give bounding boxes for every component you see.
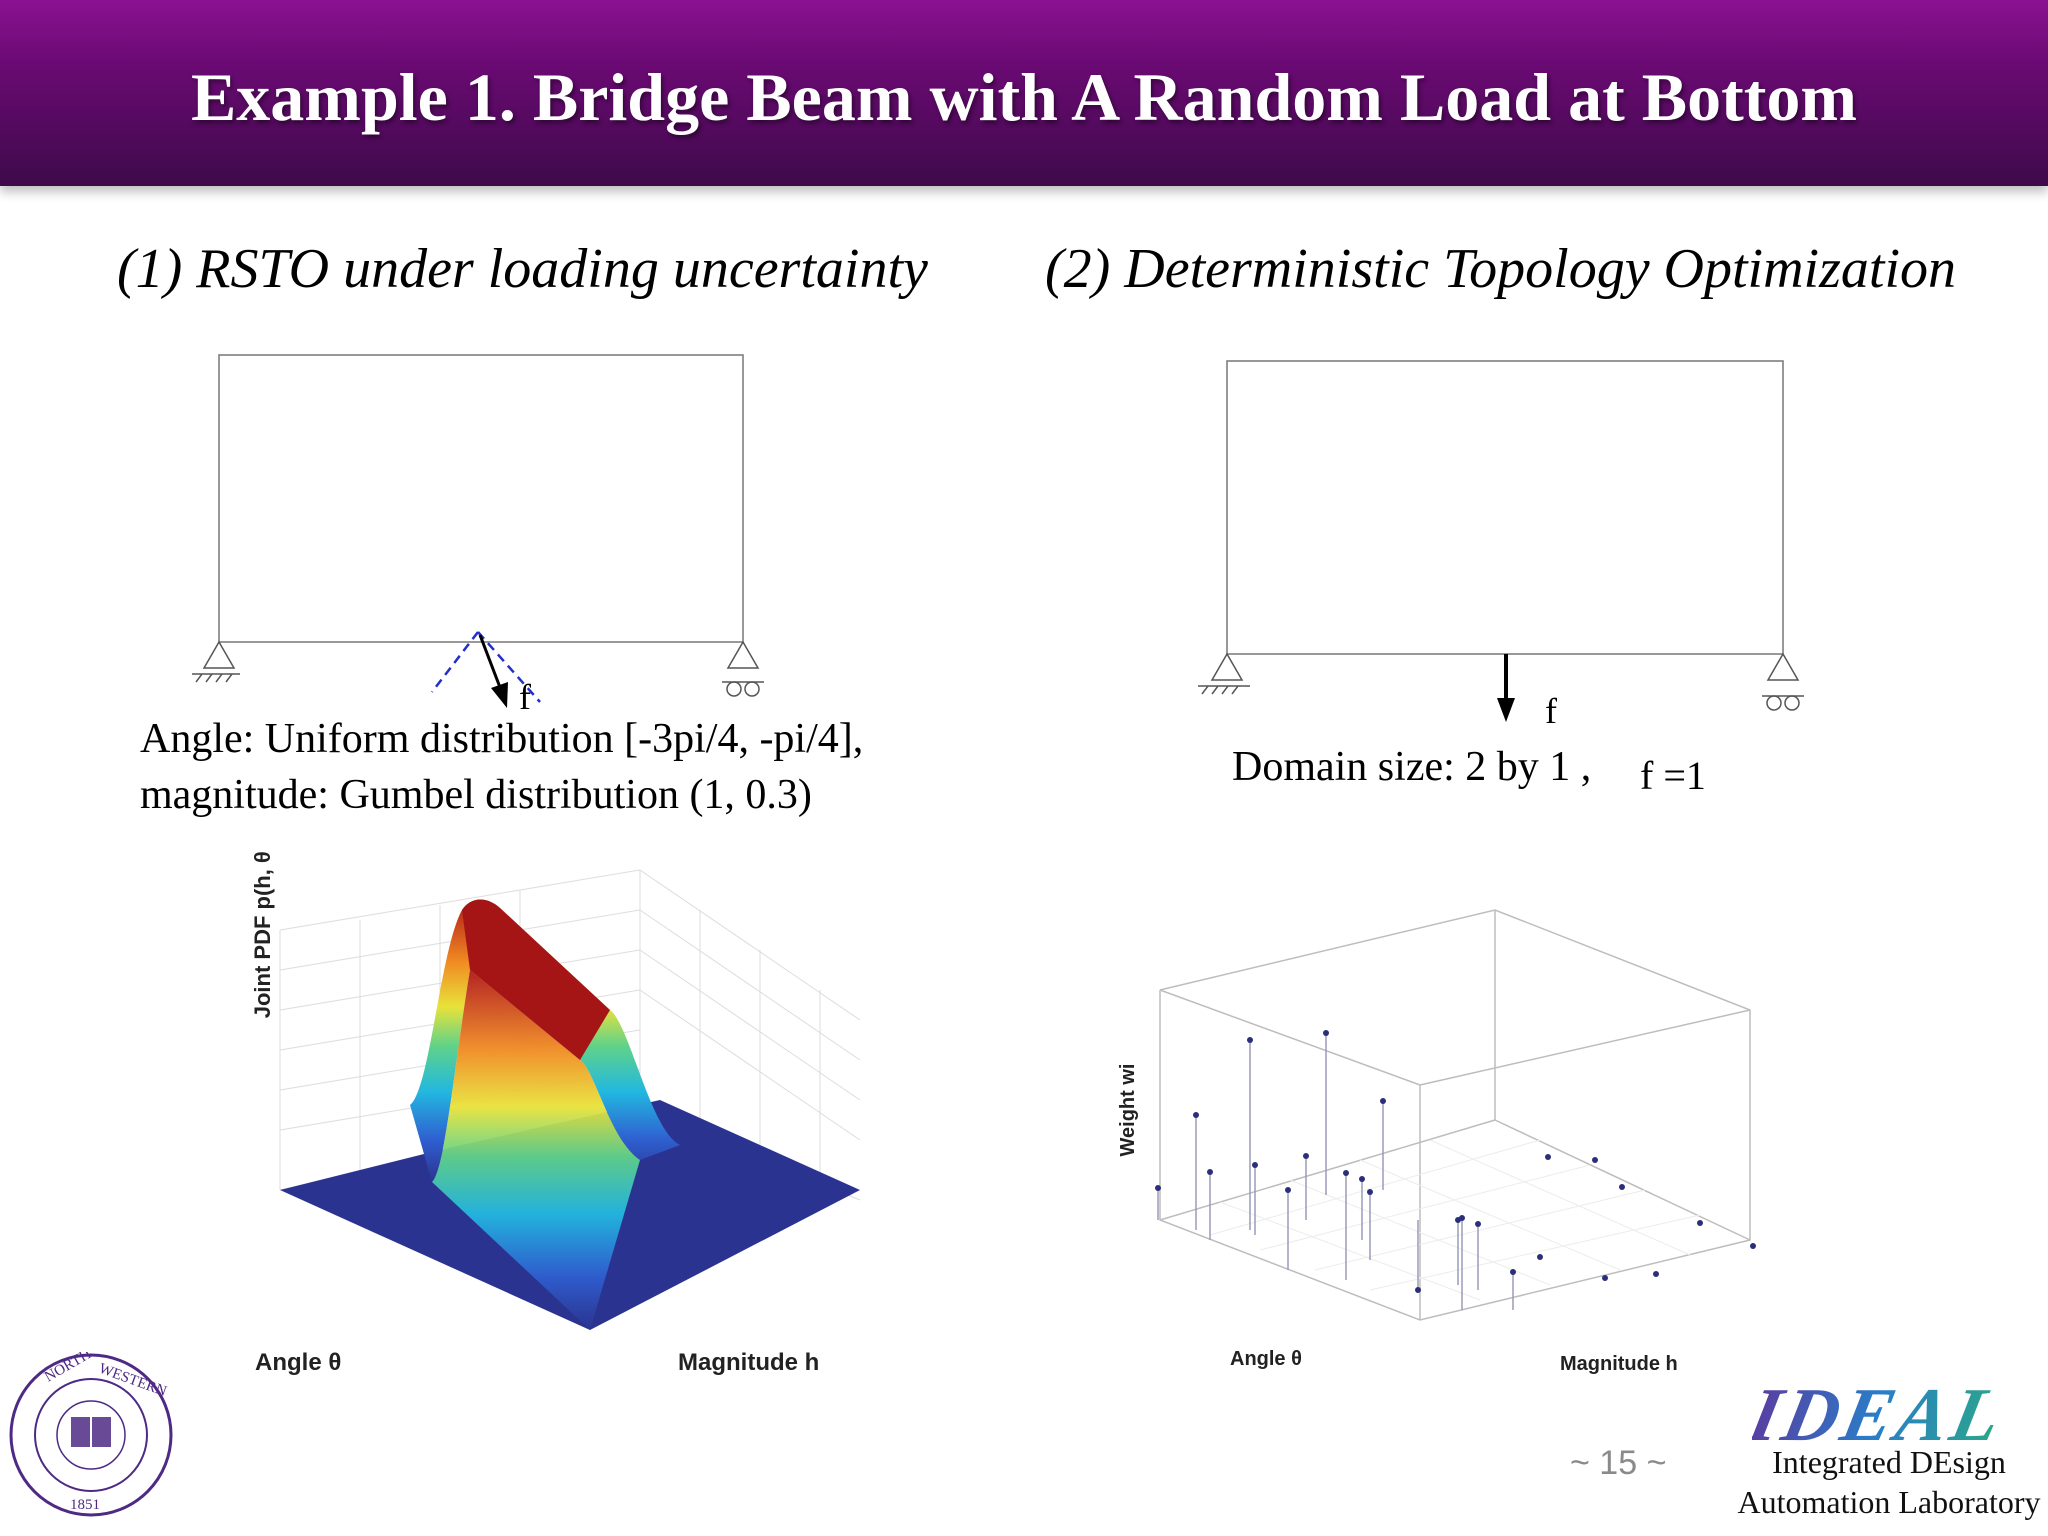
stem-x-label: Angle θ	[1230, 1348, 1302, 1370]
right-caption-formula: f =1	[1640, 753, 1706, 798]
pdf-ridge-top	[462, 899, 610, 1060]
load-angle-range	[431, 631, 541, 703]
left-pin-support	[192, 640, 240, 683]
ideal-logo: IDEAL	[1752, 1373, 2012, 1452]
stem-y-label: Magnitude h	[1560, 1353, 1678, 1375]
weight-stem-plot: Weight wi Angle θ Magnitude h	[1117, 909, 1756, 1375]
svg-text:IDEAL: IDEAL	[1752, 1373, 2012, 1452]
left-caption-line2: magnitude: Gumbel distribution (1, 0.3)	[140, 772, 812, 818]
right-force-label: f	[1545, 691, 1557, 731]
stem-floor-grid	[1209, 1139, 1701, 1301]
slide-title: Example 1. Bridge Beam with A Random Loa…	[190, 59, 1858, 135]
joint-pdf-plot: Joint PDF p(h, θ ) Angle θ Magnitude h	[250, 850, 861, 1376]
svg-text:1851: 1851	[70, 1497, 100, 1513]
stem-z-label: Weight wi	[1117, 1064, 1139, 1157]
title-bar	[0, 0, 2048, 186]
right-force-arrow	[1497, 654, 1515, 722]
page-number: ~ 15 ~	[1570, 1444, 1667, 1482]
left-roller-support	[722, 640, 764, 697]
right-pin-support	[1198, 652, 1250, 695]
left-force-arrow	[478, 634, 508, 708]
right-roller-support	[1762, 652, 1804, 711]
pdf-z-label: Joint PDF p(h, θ )	[250, 850, 275, 1018]
right-caption: Domain size: 2 by 1 ,	[1232, 744, 1592, 790]
left-subtitle: (1) RSTO under loading uncertainty	[117, 238, 928, 300]
right-design-domain	[1226, 360, 1784, 655]
right-subtitle: (2) Deterministic Topology Optimization	[1045, 238, 1957, 300]
pdf-x-label: Angle θ	[255, 1349, 341, 1376]
pdf-y-label: Magnitude h	[678, 1349, 819, 1376]
lab-name-line2: Automation Laboratory	[1737, 1484, 2041, 1520]
left-force-label: f	[519, 677, 531, 717]
stems	[1157, 1033, 1514, 1310]
university-seal: NORTH WESTERN 1851	[9, 1352, 173, 1517]
left-caption-line1: Angle: Uniform distribution [-3pi/4, -pi…	[140, 716, 864, 762]
lab-name: Integrated DEsign Automation Laboratory	[1730, 1442, 2048, 1522]
pdf-ridge-front	[432, 970, 640, 1330]
lab-name-line1: Integrated DEsign	[1772, 1444, 2006, 1480]
stem-box	[1159, 909, 1751, 1321]
left-design-domain	[218, 354, 744, 643]
stem-points	[1155, 1030, 1756, 1293]
